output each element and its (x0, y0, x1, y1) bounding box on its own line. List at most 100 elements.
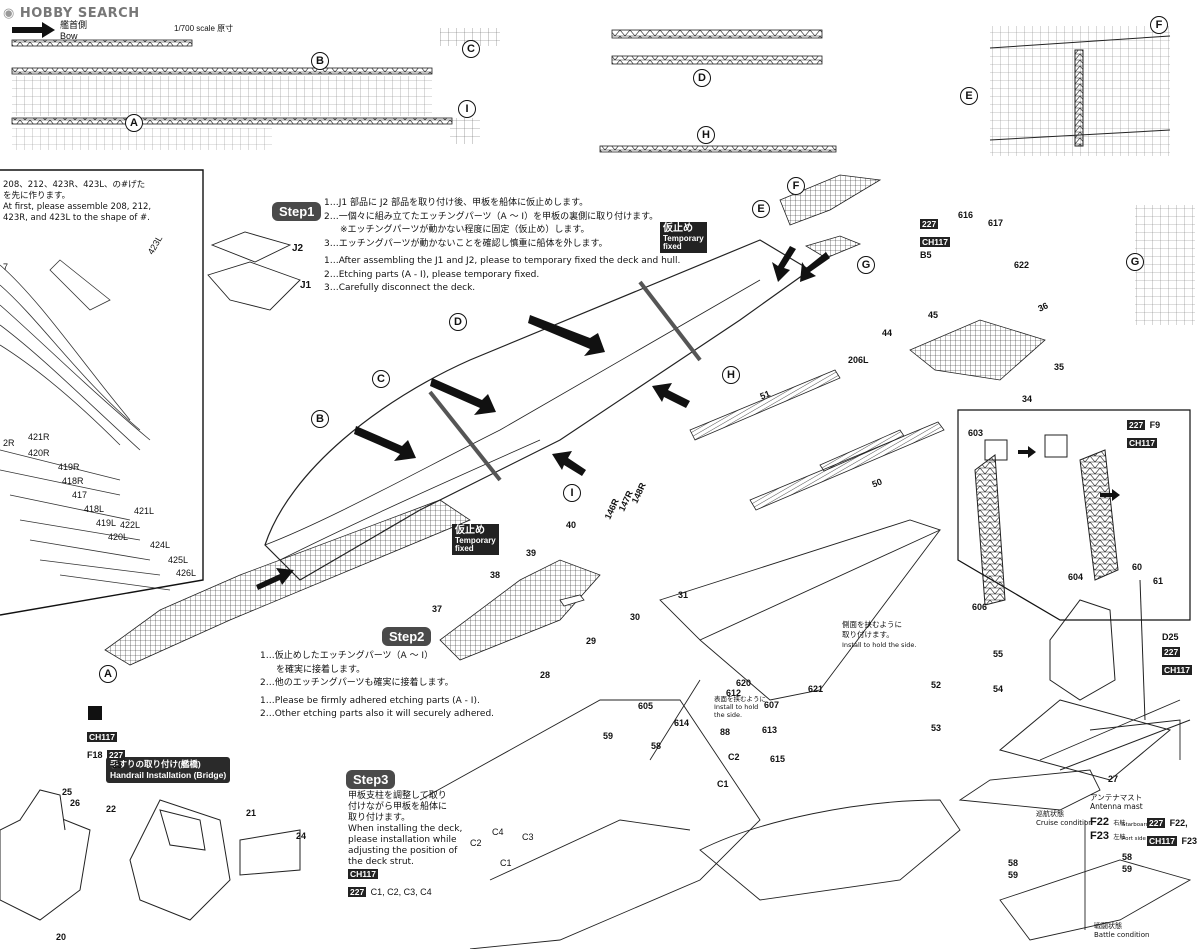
tag-group-ch117-f18-227: CH117 F18 227 (87, 732, 126, 760)
part-58-left: 58 (1008, 858, 1019, 868)
part-206L: 206L (848, 355, 869, 365)
battle-condition-label: 戦闘状態 Battle condition (1094, 922, 1150, 939)
etching-part-E-F (989, 26, 1171, 156)
part-602: 621 (808, 684, 824, 694)
etching-part-icon (88, 706, 102, 720)
step1-badge: Step1 (272, 202, 322, 221)
part-616: 616 (958, 210, 974, 220)
cruise-condition-label: 巡航状態 Cruise condition (1036, 810, 1093, 827)
part-617: 617 (988, 218, 1004, 228)
part-19: 20 (56, 932, 67, 942)
part-601: 620 (736, 678, 752, 688)
tag-group-d25-227-ch117: D25 227 CH117 (1162, 632, 1192, 675)
label-422L: 422L (120, 520, 141, 530)
part-letter-C: C (462, 40, 480, 58)
part-25: 26 (70, 798, 81, 808)
part-44: 44 (882, 328, 893, 338)
part-618: 612 (726, 688, 742, 698)
part-letter-I: I (458, 100, 476, 118)
hull-letter-B: B (311, 410, 329, 428)
flight-deck-lower (659, 519, 942, 701)
label-424L: 424L (150, 540, 171, 550)
part-31: 31 (678, 590, 689, 600)
antenna-port-en: Port side (1122, 836, 1146, 842)
deck-side-strips (559, 369, 945, 607)
step1-instructions: 1…J1 部品に J2 部品を取り付け後、甲板を船体に仮止めします。 2…一個々… (324, 198, 681, 293)
step3-instructions: 甲板支柱を調整して取り 付けながら甲板を船体に 取り付けます。 When ins… (348, 791, 463, 867)
part-34: 34 (1022, 394, 1033, 404)
scale-note: 1/700 scale 原寸 (174, 24, 234, 33)
etching-part-A-B-outline (11, 39, 453, 150)
part-88: C2 (728, 752, 740, 762)
hull-letter-H: H (722, 366, 740, 384)
part-28: 28 (540, 670, 551, 680)
label-419R: 419R (58, 462, 80, 472)
part-letter-B: B (311, 52, 329, 70)
etching-part-C-I (440, 28, 500, 144)
part-38: 38 (490, 570, 501, 580)
part-C4: C4 (492, 827, 504, 837)
inset-note: 208、212、423R、423L、の#げた を先に作ります。 At first… (3, 180, 152, 223)
tag-group-227-f9-ch117: 227 F9 CH117 (1127, 420, 1161, 448)
part-52: 52 (931, 680, 942, 690)
part-612: 615 (770, 754, 786, 764)
hull-letter-E: E (752, 200, 770, 218)
etching-part-D-H (599, 29, 837, 153)
part-615: 59 (603, 731, 614, 741)
part-letter-D: D (693, 69, 711, 87)
part-21: 22 (106, 804, 117, 814)
label-420R: 420R (28, 448, 50, 458)
part-55: 55 (993, 649, 1004, 659)
part-621: 613 (762, 725, 778, 735)
antenna-starboard-en: Starboard side (1122, 822, 1163, 828)
j1-j2-sketch (207, 231, 301, 311)
part-54: 54 (993, 684, 1004, 694)
part-61: 61 (1153, 576, 1164, 586)
label-420L: 420L (108, 532, 129, 542)
part-letter-A: A (125, 114, 143, 132)
label-425L: 425L (168, 555, 189, 565)
part-22: 23 (112, 760, 123, 770)
step3-badge: Step3 (346, 770, 396, 789)
label-J2: J2 (292, 243, 304, 254)
part-C2: C2 (470, 838, 482, 848)
step2-instructions: 1…仮止めしたエッチングパーツ（A ～ I） を確実に接着します。 2…他のエッ… (260, 651, 495, 719)
hull-deck (264, 239, 812, 581)
part-614: C1 (717, 779, 729, 789)
part-39: 39 (526, 548, 537, 558)
bow-jp-label: 艦首側 (60, 20, 88, 30)
part-606: 606 (972, 602, 988, 612)
part-letter-G-right: G (1126, 253, 1144, 271)
hull-letter-F: F (787, 177, 805, 195)
handrail-install-label: 手すりの取り付け(艦橋) Handrail Installation (Brid… (106, 757, 231, 783)
label-419L: 419L (96, 518, 117, 528)
antenna-f23: F23 左舷 (1090, 830, 1126, 842)
hull-letter-C: C (372, 370, 390, 388)
mast-inset-frame (957, 409, 1191, 621)
install-side-note-2: 表面を挟むように Install to hold the side. (714, 695, 766, 719)
part-45: 45 (928, 310, 939, 320)
part-58-right: 58 (1122, 852, 1133, 862)
part-620: 605 (638, 701, 654, 711)
label-418R: 418R (62, 476, 84, 486)
part-20: 21 (246, 808, 257, 818)
assembly-arrows (12, 22, 1120, 590)
lower-deck-grid (104, 174, 1046, 666)
bow-en-label: Bow (60, 31, 78, 41)
label-J1: J1 (300, 280, 312, 291)
hull-letter-I: I (563, 484, 581, 502)
part-40: 40 (566, 520, 577, 530)
part-613: 58 (651, 741, 662, 751)
part-C1: C1 (500, 858, 512, 868)
inset-panel-frame (0, 169, 204, 616)
part-C3: C3 (522, 832, 534, 842)
part-29: 29 (586, 636, 597, 646)
label-7: 7 (3, 262, 9, 272)
part-27: 27 (1108, 774, 1119, 784)
part-604: 604 (1068, 572, 1084, 582)
bottom-left-bridge (0, 789, 301, 921)
part-24: 25 (62, 787, 73, 797)
tag-group-227-ch117-b5: 227 CH117 B5 (920, 219, 950, 260)
tag-group-227-ch117-f22-f23: 227 F22, CH117 F23 (1147, 818, 1197, 846)
